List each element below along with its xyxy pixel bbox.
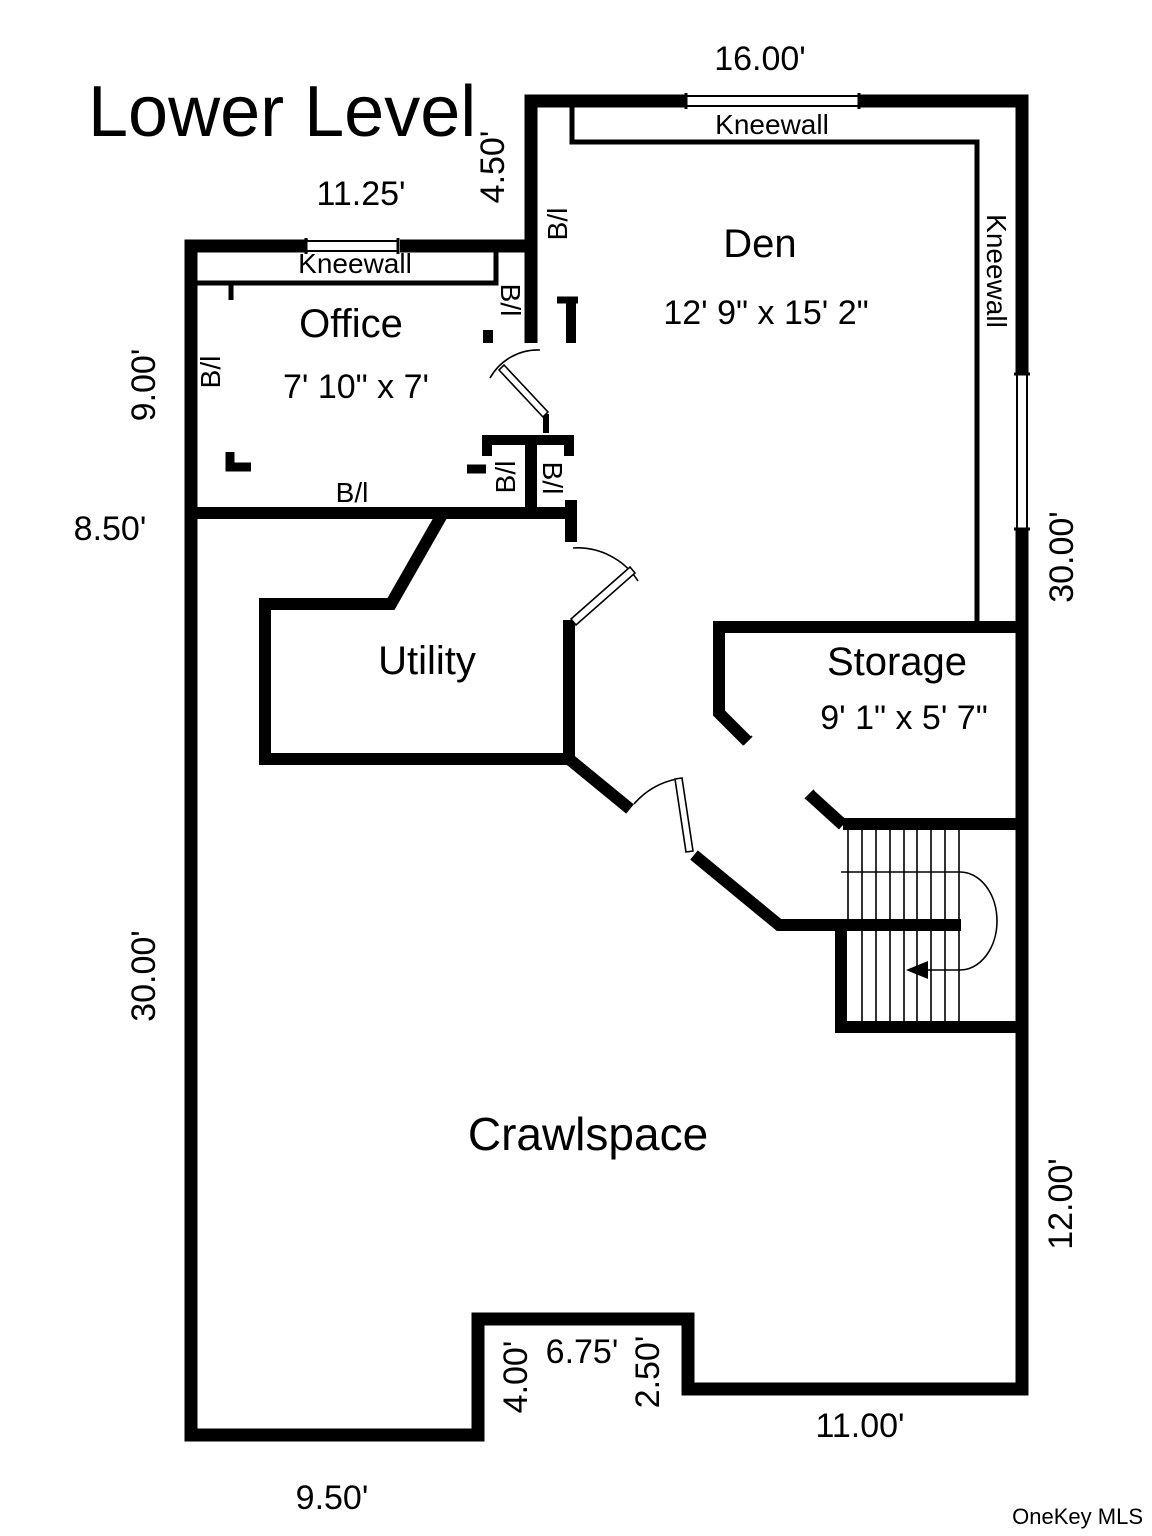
- stair-walkline: [841, 871, 998, 971]
- stairwell-left-bottom-wall: [835, 925, 1022, 1033]
- crawl-door-leaf: [674, 777, 694, 853]
- room-label-utility: Utility: [378, 639, 476, 683]
- utility-diagonal-wall: [565, 754, 634, 814]
- built-in-label-den-left: B/l: [542, 208, 573, 241]
- built-in-label-passage-lower-right: B/l: [537, 462, 568, 495]
- windows: [304, 93, 1030, 531]
- right-window: [1016, 373, 1028, 530]
- interior-walls: [185, 297, 1022, 1033]
- doors: [489, 349, 815, 853]
- room-dims-den: 12' 9" x 15' 2": [663, 294, 868, 332]
- office-kneewall-line: [197, 249, 499, 286]
- stair-treads-lower: [861, 931, 960, 1021]
- passage-bar-wall: [482, 435, 574, 456]
- room-dims-office: 7' 10" x 7': [283, 368, 429, 406]
- built-in-label-passage-lower-left: B/l: [490, 461, 521, 494]
- stair-treads-upper: [847, 830, 960, 919]
- office-den-door-arc: [489, 349, 541, 379]
- room-label-storage: Storage: [827, 640, 967, 684]
- room-label-office: Office: [299, 302, 403, 346]
- outer-walls: [184, 94, 1029, 1442]
- room-dims-storage: 9' 1" x 5' 7": [820, 699, 988, 737]
- dim-right-lower: 12.00': [1042, 1158, 1080, 1250]
- outer-right-top: [860, 94, 1029, 373]
- storage-opening-tick-upper: [742, 735, 753, 746]
- den-topleft-wall: [524, 94, 685, 343]
- crawl-door-arc: [633, 778, 678, 805]
- kneewall-lines: [197, 104, 980, 622]
- dim-notch-top: 6.75': [546, 1333, 619, 1371]
- storage-lower-diagonal: [805, 790, 848, 830]
- kneewall-label-right: Kneewall: [981, 214, 1012, 328]
- office-window-caps: [304, 238, 400, 254]
- dim-crawl-left: 30.00': [125, 930, 163, 1022]
- dim-den-top: 16.00': [714, 40, 806, 78]
- storage-outline: [713, 621, 1022, 746]
- page-title: Lower Level: [88, 72, 476, 152]
- office-den-door-leaf: [497, 363, 550, 419]
- room-label-den: Den: [723, 222, 796, 266]
- built-in-label-passage-upper: B/l: [495, 284, 526, 317]
- dim-den-left: 4.50': [474, 131, 512, 204]
- den-window-caps: [684, 93, 861, 109]
- kneewall-label-den: Kneewall: [715, 109, 829, 140]
- dim-notch-right: 2.50': [629, 1336, 667, 1409]
- den-window: [685, 95, 860, 107]
- labels: Lower Level 16.00' 11.25' 4.50' 9.00' 8.…: [74, 40, 1143, 1529]
- den-kneewall-line: [569, 104, 980, 622]
- built-in-label-office-bottom: B/l: [336, 477, 369, 508]
- staircase: [841, 830, 998, 1021]
- watermark: OneKey MLS: [1012, 1504, 1143, 1529]
- outer-boundary: [184, 239, 1029, 1442]
- dim-office-top: 11.25': [316, 175, 405, 213]
- storage-opening-tick-lower: [804, 789, 815, 800]
- dim-office-left: 9.00': [125, 349, 163, 422]
- dim-office-bottom: 8.50': [74, 510, 147, 548]
- utility-outline: [259, 510, 575, 765]
- wall-ticks: [225, 296, 578, 474]
- room-label-crawlspace: Crawlspace: [468, 1108, 708, 1160]
- stair-diagonal-wall: [690, 850, 961, 931]
- stair-direction-arrow: [906, 961, 928, 979]
- right-window-caps: [1014, 372, 1030, 531]
- kneewall-label-office: Kneewall: [298, 248, 412, 279]
- built-in-label-office-left: B/l: [195, 356, 226, 389]
- office-corner-bracket: [225, 452, 251, 472]
- dim-bottom-right: 11.00': [815, 1407, 904, 1445]
- hall-den-door-leaf: [569, 565, 637, 627]
- dim-bottom-left: 9.50': [296, 1479, 369, 1517]
- dim-right-upper: 30.00': [1043, 511, 1081, 603]
- dim-notch-left: 4.00': [497, 1341, 535, 1414]
